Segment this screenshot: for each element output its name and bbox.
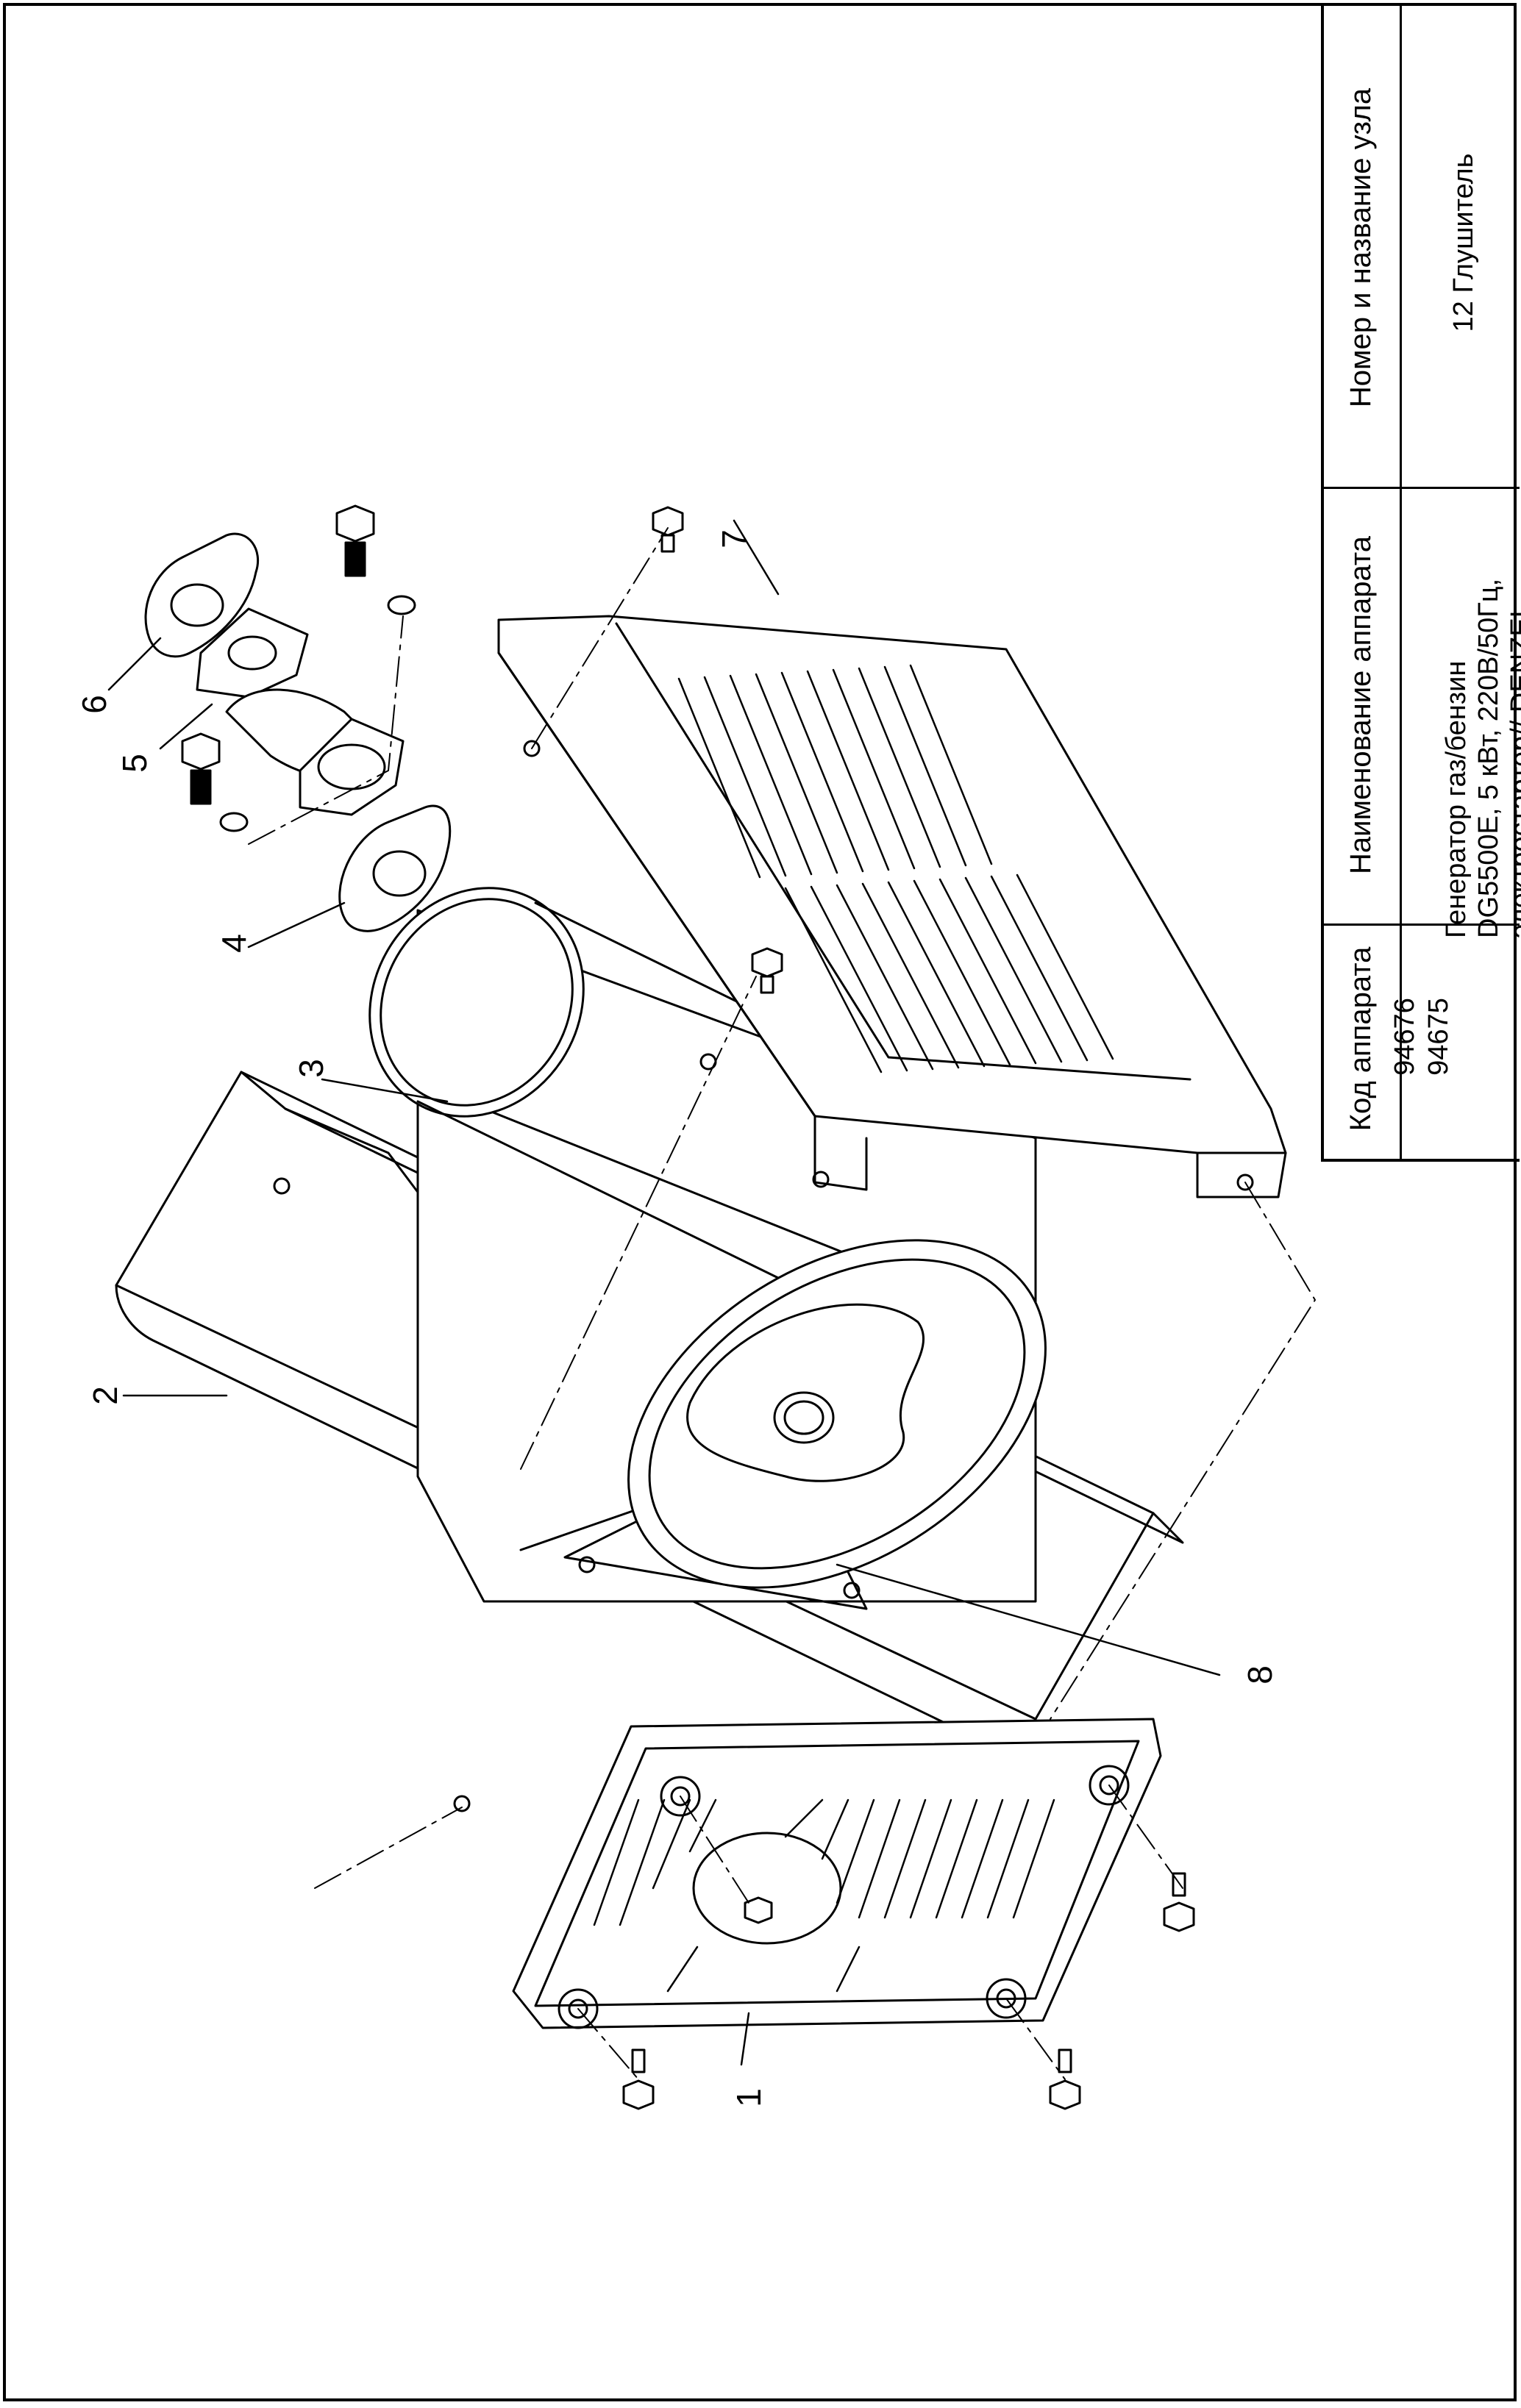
part-3-tube — [368, 887, 897, 1279]
code-value-1: 94676 — [1389, 998, 1420, 1076]
callout-7: 7 — [715, 529, 753, 549]
callout-3: 3 — [292, 1059, 330, 1078]
callout-8: 8 — [1241, 1665, 1279, 1684]
divider — [1324, 487, 1520, 489]
part-4-gasket — [338, 804, 452, 932]
divider — [1324, 923, 1520, 926]
bolt-icon — [622, 2048, 655, 2110]
muffler-end-cap — [627, 1239, 1047, 1589]
leader-lines — [107, 519, 1221, 2066]
callout-2: 2 — [86, 1386, 124, 1405]
bolt-icon — [1049, 2048, 1081, 2110]
grille-slots — [593, 1798, 1055, 1993]
center-lines — [248, 527, 1316, 2080]
bolt-icon — [1163, 1872, 1195, 1932]
bolt-icon — [181, 732, 221, 805]
callout-4: 4 — [215, 934, 253, 953]
callout-5: 5 — [115, 754, 154, 773]
drawing-sheet: 1 2 3 4 5 6 7 8 Код аппарата Наименовани… — [3, 3, 1521, 2404]
muffler-assembly-svg — [107, 504, 1316, 2110]
part-6-gasket — [144, 532, 260, 658]
device-name-line-1: Генератор газ/бензин — [1441, 660, 1472, 938]
part-5-exhaust-pipe — [196, 607, 405, 816]
device-name-line-2: DG5500E, 5 кВт, 220В/50Гц, — [1473, 578, 1504, 938]
callout-1: 1 — [730, 2088, 768, 2107]
unit-value: 12 Глушитель — [1448, 153, 1479, 332]
callout-6: 6 — [75, 695, 113, 714]
device-name-line-3: электростартер// DENZEL — [1506, 602, 1521, 938]
bolt-icon — [335, 504, 375, 577]
title-block-header-column — [1324, 6, 1402, 1159]
bolt-icon — [744, 1896, 773, 1924]
title-block: Код аппарата Наименование аппарата Номер… — [1321, 6, 1521, 1162]
exploded-parts-drawing: 1 2 3 4 5 6 7 8 — [6, 6, 1318, 2404]
bolt-icon — [751, 947, 783, 994]
louvers-lower — [784, 873, 1114, 1073]
bolts — [181, 504, 1195, 2110]
part-1-grille-plate — [512, 1718, 1162, 2029]
header-device-name: Наименование аппарата — [1344, 536, 1377, 874]
louvers-upper — [677, 664, 993, 879]
header-unit: Номер и название узла — [1344, 87, 1377, 408]
part-7-louvered-shield — [497, 615, 1287, 1198]
bolt-icon — [652, 506, 684, 553]
